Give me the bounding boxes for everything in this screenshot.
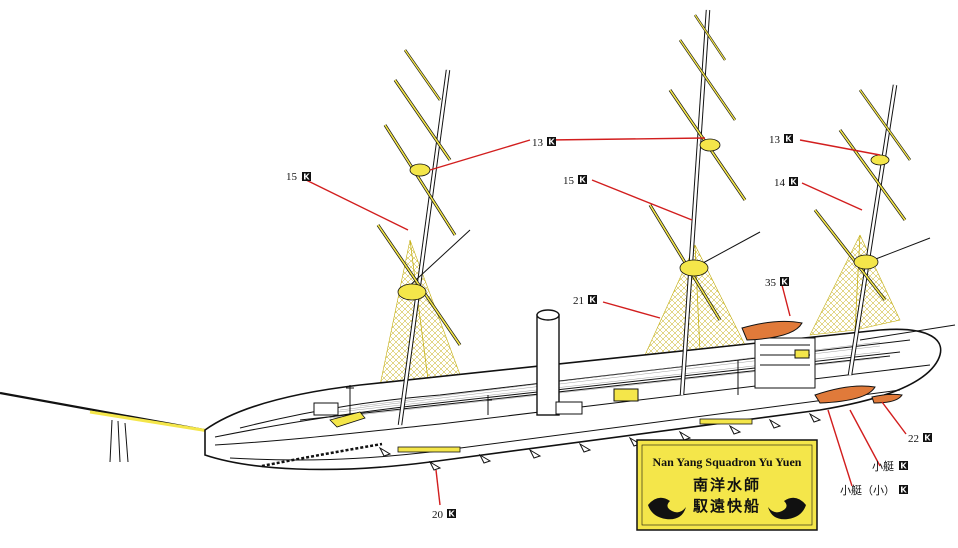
dragon-left-icon bbox=[648, 497, 686, 520]
callout-leaders bbox=[301, 137, 907, 506]
callout-label: 21 bbox=[573, 295, 584, 307]
callout-label: 20 bbox=[432, 509, 444, 521]
plate-chinese-line2: 馭遠快船 bbox=[693, 497, 761, 515]
callout-20: 20 bbox=[432, 509, 456, 521]
callout-15b: 15 bbox=[563, 175, 587, 187]
ship-boats bbox=[741, 320, 903, 404]
callout-label: 13 bbox=[532, 137, 544, 149]
part-marker-icon bbox=[899, 485, 908, 494]
plate-title: Nan Yang Squadron Yu Yuen bbox=[653, 455, 802, 469]
foremast bbox=[376, 49, 471, 426]
part-marker-icon bbox=[578, 175, 587, 184]
callout-label: 14 bbox=[774, 177, 786, 189]
mainmast bbox=[648, 9, 761, 396]
plate-chinese-line1: 南洋水師 bbox=[693, 476, 761, 494]
part-marker-icon bbox=[547, 137, 556, 146]
callout-label: 15 bbox=[563, 175, 575, 187]
part-marker-icon bbox=[899, 461, 908, 470]
name-plate: Nan Yang Squadron Yu Yuen 南洋水師 馭遠快船 bbox=[636, 439, 818, 531]
dragon-right-icon bbox=[768, 497, 806, 520]
callout-21: 21 bbox=[573, 295, 597, 307]
callout-13a: 13 bbox=[532, 137, 556, 149]
deck-fittings bbox=[313, 337, 816, 428]
part-marker-icon bbox=[588, 295, 597, 304]
callout-15a: 15 bbox=[286, 171, 311, 183]
callout-label: 小艇（小） bbox=[840, 483, 895, 497]
callout-boat-small: 小艇（小） bbox=[840, 483, 908, 497]
part-marker-icon bbox=[447, 509, 456, 518]
callout-35: 35 bbox=[765, 277, 789, 289]
part-marker-icon bbox=[780, 277, 789, 286]
bowsprit bbox=[0, 391, 216, 463]
callout-13b: 13 bbox=[769, 134, 793, 146]
callout-label: 35 bbox=[765, 277, 777, 289]
callout-label: 13 bbox=[769, 134, 781, 146]
callout-label: 小艇 bbox=[872, 459, 894, 473]
funnel bbox=[536, 309, 560, 416]
callout-14: 14 bbox=[774, 177, 798, 189]
part-marker-icon bbox=[784, 134, 793, 143]
callout-label: 22 bbox=[908, 433, 919, 445]
callout-22: 22 bbox=[908, 433, 932, 445]
part-marker-icon bbox=[302, 172, 311, 181]
part-marker-icon bbox=[789, 177, 798, 186]
callout-boat: 小艇 bbox=[872, 459, 908, 473]
part-marker-icon bbox=[923, 433, 932, 442]
callout-label: 15 bbox=[286, 171, 298, 183]
